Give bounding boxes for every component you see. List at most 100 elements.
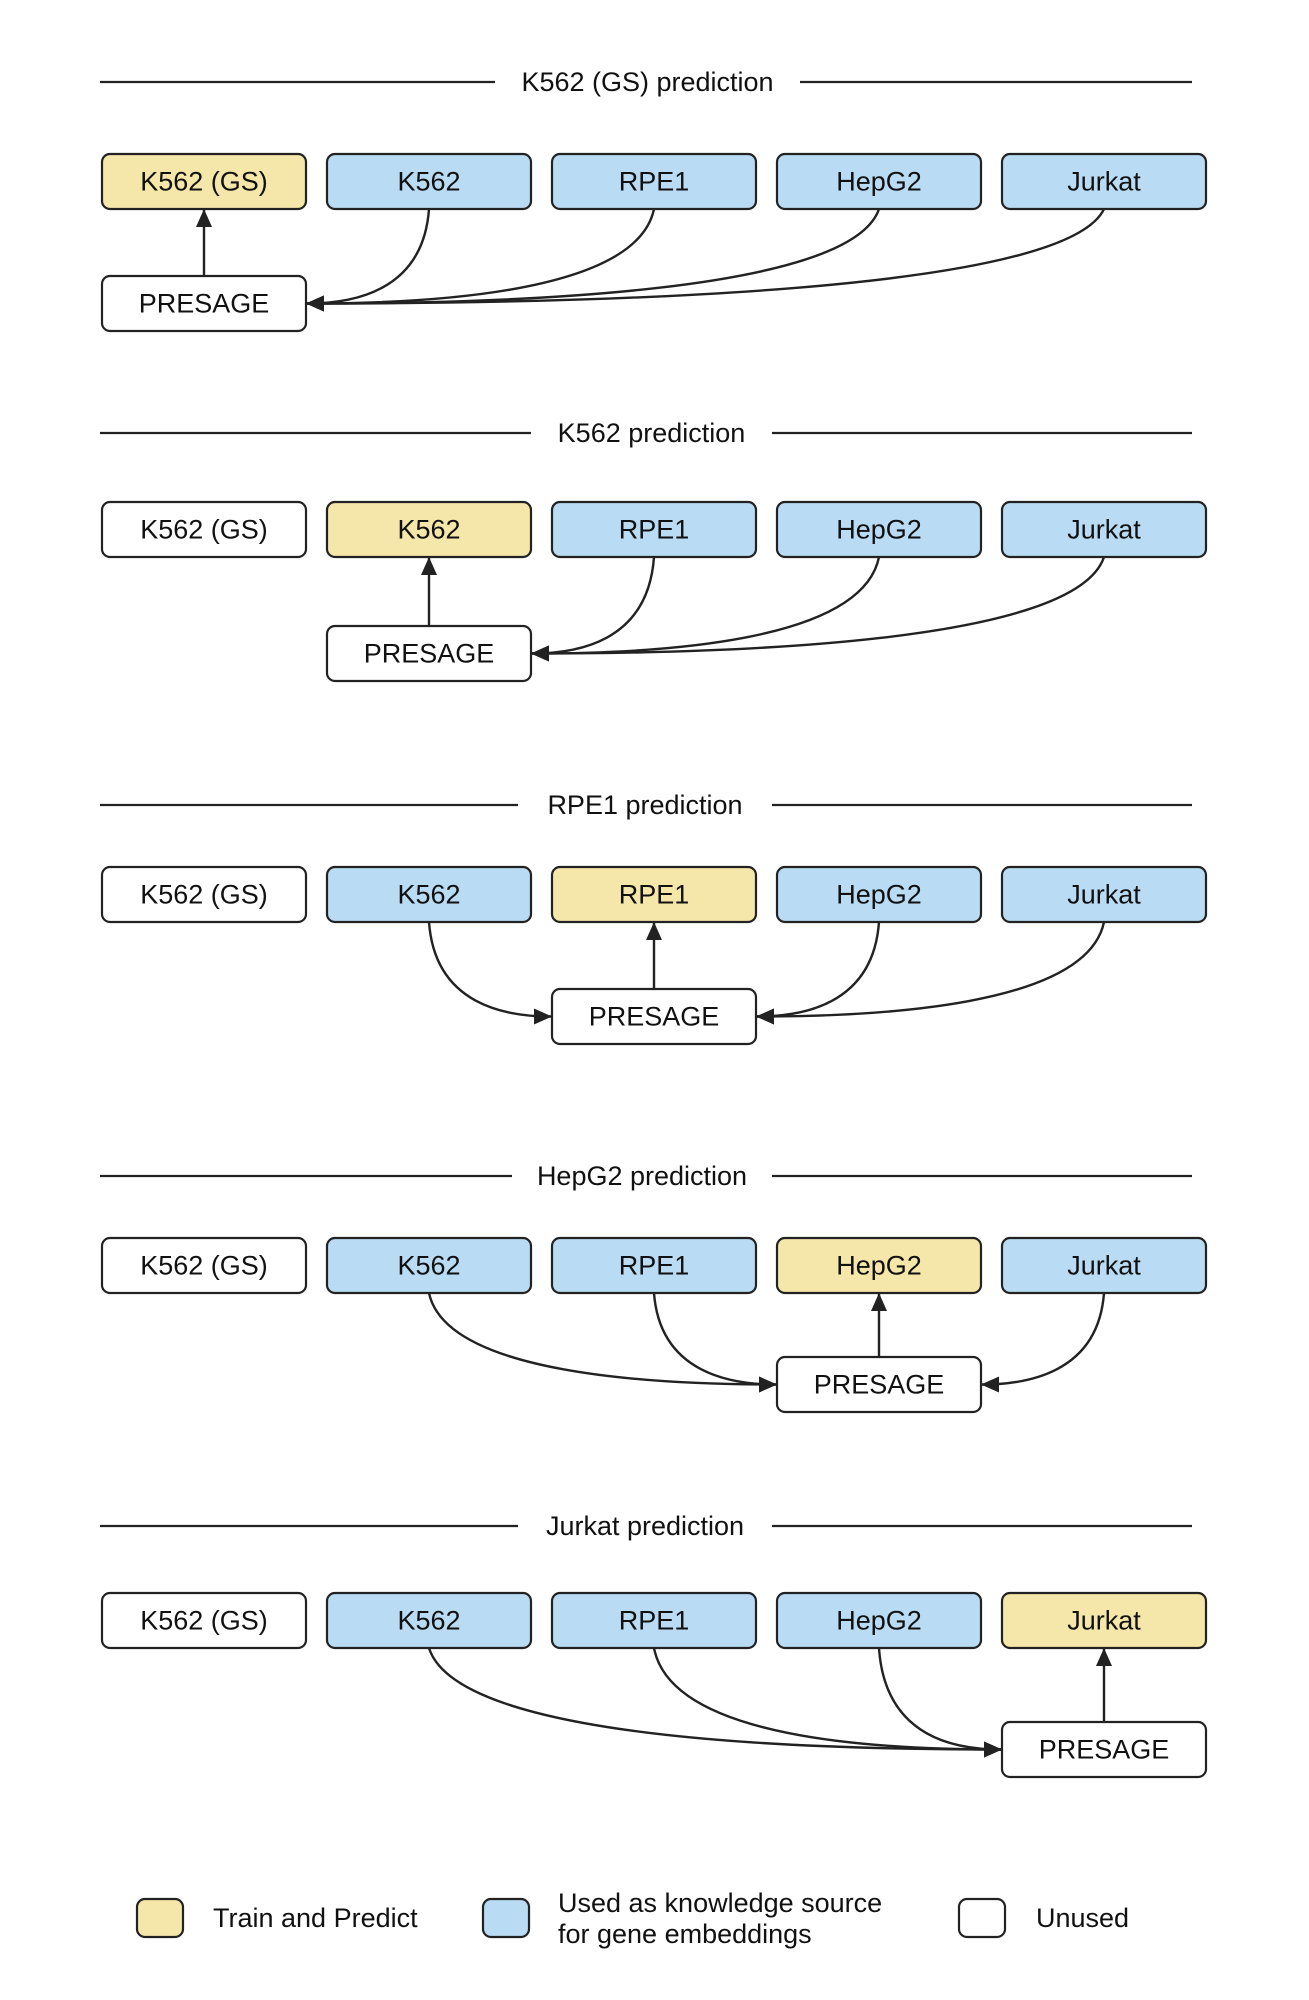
legend-label-unused: Unused	[1036, 1903, 1129, 1933]
cell-line-box-hepg2: HepG2	[775, 152, 983, 211]
cell-line-label: Jurkat	[1067, 167, 1141, 197]
panel-title: K562 (GS) prediction	[521, 67, 773, 97]
cell-line-label: RPE1	[619, 1606, 690, 1636]
legend-swatch-source	[481, 1897, 531, 1939]
presage-box: PRESAGE	[550, 987, 758, 1046]
presage-box: PRESAGE	[1000, 1720, 1208, 1779]
presage-label: PRESAGE	[814, 1370, 945, 1400]
presage-label: PRESAGE	[139, 289, 270, 319]
knowledge-arrow-rpe1	[652, 1292, 777, 1393]
cell-line-label: RPE1	[619, 167, 690, 197]
knowledge-arrow-rpe1	[531, 556, 656, 662]
knowledge-arrow-hepg2	[531, 556, 881, 662]
cell-line-label: K562	[397, 515, 460, 545]
knowledge-arrow-jurkat	[981, 1292, 1106, 1393]
legend-swatch-train	[135, 1897, 185, 1939]
knowledge-arrow-k562	[427, 1647, 1002, 1758]
cell-line-label: K562 (GS)	[140, 515, 268, 545]
cell-line-label: K562	[397, 1251, 460, 1281]
knowledge-arrow-hepg2	[306, 208, 881, 312]
cell-line-box-jurkat: Jurkat	[1000, 865, 1208, 924]
panel-title: RPE1 prediction	[547, 790, 742, 820]
cell-line-label: K562 (GS)	[140, 1251, 268, 1281]
cell-line-box-rpe1: RPE1	[550, 152, 758, 211]
presage-box: PRESAGE	[100, 274, 308, 333]
cell-line-box-k562-gs: K562 (GS)	[100, 1236, 308, 1295]
presage-box: PRESAGE	[325, 624, 533, 683]
box-unused	[100, 1591, 308, 1650]
cell-line-label: K562	[397, 167, 460, 197]
cell-line-label: RPE1	[619, 515, 690, 545]
knowledge-arrow-hepg2	[756, 921, 881, 1025]
cell-line-box-hepg2: HepG2	[775, 1591, 983, 1650]
cell-line-box-rpe1: RPE1	[550, 865, 758, 924]
legend: Train and Predict Used as knowledge sourc…	[135, 1888, 1129, 1949]
cell-line-label: RPE1	[619, 1251, 690, 1281]
legend-swatch-unused	[957, 1897, 1007, 1939]
legend-label-train: Train and Predict	[213, 1903, 418, 1933]
cell-line-label: HepG2	[836, 1251, 922, 1281]
cell-line-box-jurkat: Jurkat	[1000, 1236, 1208, 1295]
box-unused	[100, 500, 308, 559]
box-unused	[100, 865, 308, 924]
cell-line-box-k562-gs: K562 (GS)	[100, 865, 308, 924]
cell-line-label: HepG2	[836, 1606, 922, 1636]
knowledge-arrow-jurkat	[306, 208, 1106, 312]
cell-line-box-k562-gs: K562 (GS)	[100, 152, 308, 211]
box-unused	[100, 1236, 308, 1295]
cell-line-box-jurkat: Jurkat	[1000, 500, 1208, 559]
knowledge-arrow-k562	[306, 208, 431, 312]
panel-title: Jurkat prediction	[546, 1511, 744, 1541]
presage-label: PRESAGE	[1039, 1735, 1170, 1765]
cell-line-box-hepg2: HepG2	[775, 865, 983, 924]
cell-line-box-k562: K562	[325, 152, 533, 211]
cell-line-box-k562: K562	[325, 500, 533, 559]
cell-line-label: K562 (GS)	[140, 167, 268, 197]
knowledge-arrow-rpe1	[652, 1647, 1002, 1758]
cell-line-box-rpe1: RPE1	[550, 500, 758, 559]
cell-line-box-rpe1: RPE1	[550, 1236, 758, 1295]
cell-line-label: HepG2	[836, 515, 922, 545]
cell-line-label: K562	[397, 1606, 460, 1636]
panel-title: K562 prediction	[558, 418, 746, 448]
cell-line-label: HepG2	[836, 167, 922, 197]
cell-line-box-k562-gs: K562 (GS)	[100, 500, 308, 559]
cell-line-label: Jurkat	[1067, 1251, 1141, 1281]
cell-line-box-k562: K562	[325, 1591, 533, 1650]
knowledge-arrow-rpe1	[306, 208, 656, 312]
cell-line-label: Jurkat	[1067, 515, 1141, 545]
cell-line-box-rpe1: RPE1	[550, 1591, 758, 1650]
knowledge-arrow-hepg2	[877, 1647, 1002, 1758]
cell-line-label: K562 (GS)	[140, 1606, 268, 1636]
cell-line-box-k562: K562	[325, 865, 533, 924]
cell-line-label: Jurkat	[1067, 1606, 1141, 1636]
cell-line-box-jurkat: Jurkat	[1000, 152, 1208, 211]
cell-line-label: K562 (GS)	[140, 880, 268, 910]
cell-line-label: Jurkat	[1067, 880, 1141, 910]
presage-label: PRESAGE	[589, 1002, 720, 1032]
cell-line-box-hepg2: HepG2	[775, 1236, 983, 1295]
panel-title: HepG2 prediction	[537, 1161, 747, 1191]
presage-box: PRESAGE	[775, 1355, 983, 1414]
cell-line-label: RPE1	[619, 880, 690, 910]
knowledge-arrow-jurkat	[756, 921, 1106, 1025]
presage-label: PRESAGE	[364, 639, 495, 669]
cell-line-label: HepG2	[836, 880, 922, 910]
legend-label-source-line1: Used as knowledge source	[558, 1888, 882, 1918]
knowledge-arrow-k562	[427, 921, 552, 1025]
cell-line-box-jurkat: Jurkat	[1000, 1591, 1208, 1650]
cell-line-box-k562-gs: K562 (GS)	[100, 1591, 308, 1650]
cell-line-label: K562	[397, 880, 460, 910]
knowledge-arrow-k562	[427, 1292, 777, 1393]
cell-line-box-hepg2: HepG2	[775, 500, 983, 559]
knowledge-arrow-jurkat	[531, 556, 1106, 662]
legend-label-source-line2: for gene embeddings	[558, 1919, 812, 1949]
cell-line-box-k562: K562	[325, 1236, 533, 1295]
